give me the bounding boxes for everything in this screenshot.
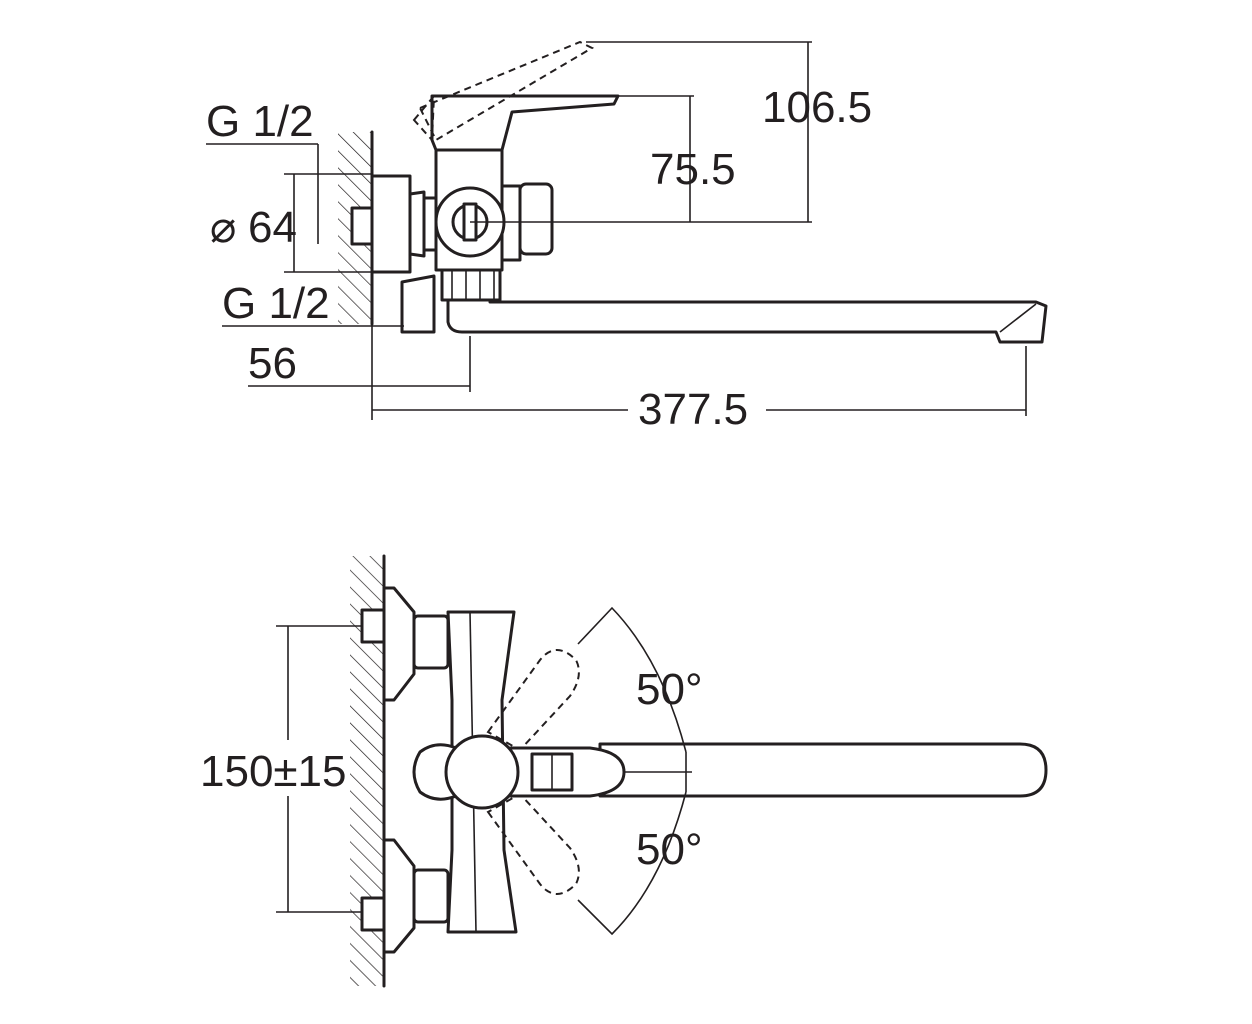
wall-flange-side	[350, 174, 438, 334]
inlet-thread-top-label: G 1/2	[206, 97, 314, 146]
rotation-up-label: 50°	[636, 665, 703, 714]
side-view: G 1/2 ⌀ 64 G 1/2 56 377.5 75.5 106.5	[206, 40, 1048, 434]
lever-raised-height-label: 106.5	[762, 83, 872, 132]
lever-top	[412, 734, 626, 810]
mixer-body-side	[434, 148, 554, 302]
eccentric-upper-top	[360, 586, 450, 702]
spout-side	[446, 298, 1048, 344]
inlet-thread-bottom-label: G 1/2	[222, 279, 330, 328]
diameter-symbol: ⌀	[210, 203, 237, 252]
flange-diameter-label: 64	[248, 203, 297, 252]
angle-dimensions	[577, 606, 692, 936]
spout-top	[598, 742, 1048, 798]
offset-dim-label: 56	[248, 339, 297, 388]
centers-dimension	[276, 625, 362, 913]
spout-length-label: 377.5	[638, 385, 748, 434]
rotation-down-label: 50°	[636, 825, 703, 874]
dimension-lines-side	[206, 41, 1027, 420]
centers-dim-label: 150±15	[200, 747, 347, 796]
top-view: 150±15 50° 50°	[200, 554, 1048, 988]
lever-side	[412, 40, 620, 152]
lever-height-label: 75.5	[650, 145, 736, 194]
eccentric-lower-top	[360, 838, 450, 954]
lever-rotated-positions	[486, 649, 580, 895]
